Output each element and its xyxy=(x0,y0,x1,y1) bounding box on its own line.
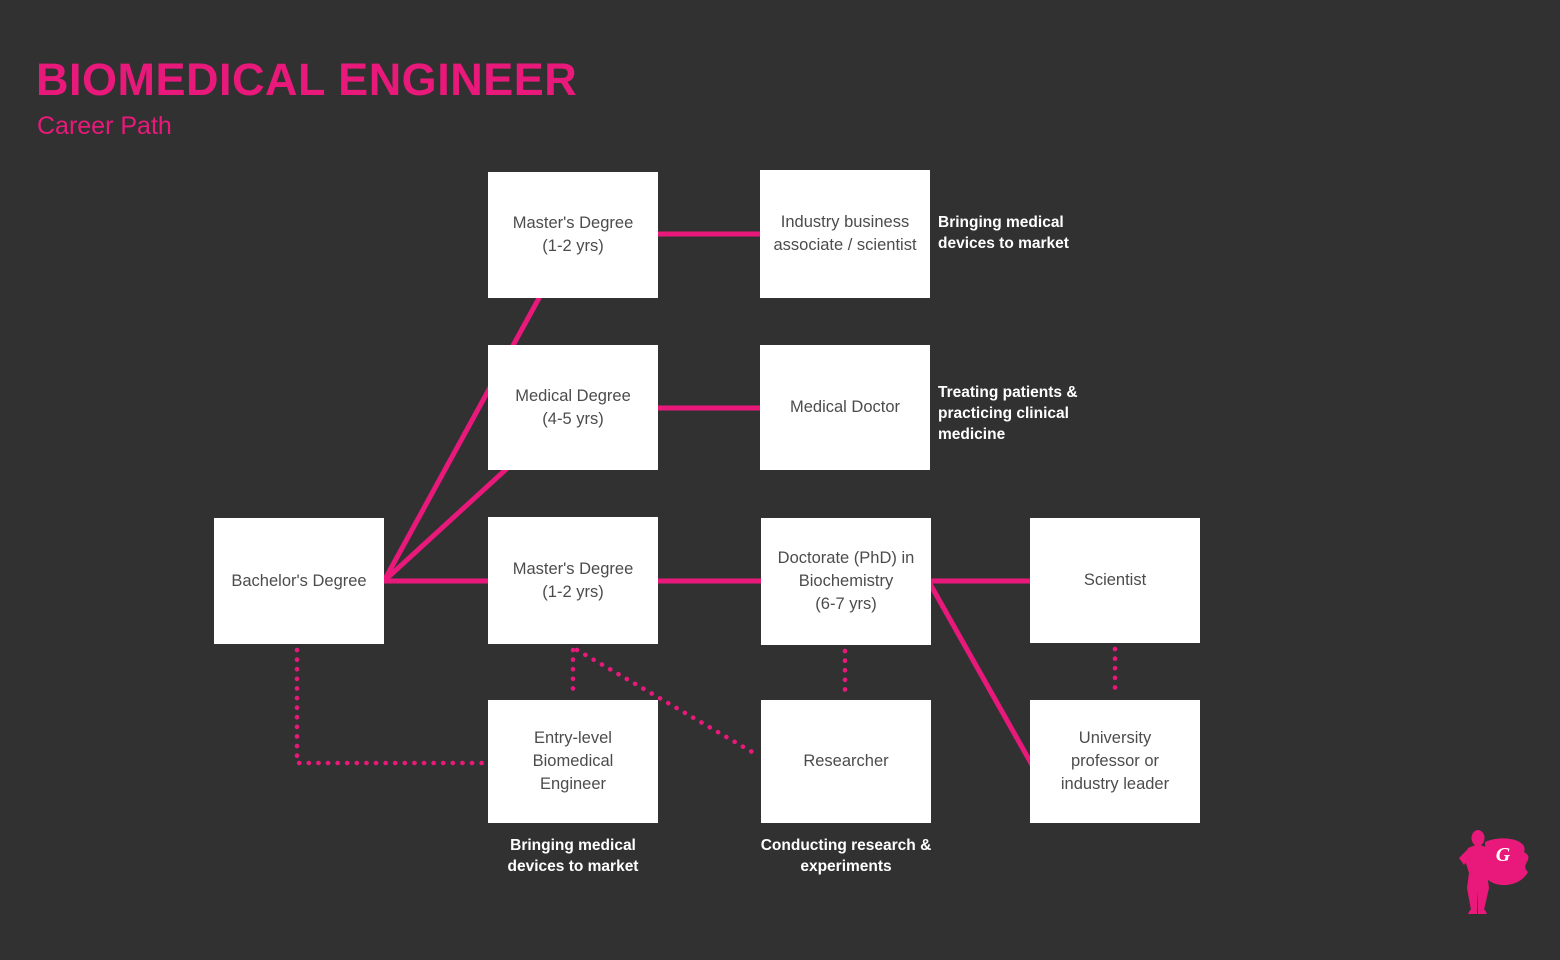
annotation-industry-note: Bringing medical devices to market xyxy=(938,212,1138,254)
node-label-line: (1-2 yrs) xyxy=(542,582,604,601)
annotation-line: Treating patients & xyxy=(938,384,1078,401)
node-researcher: Researcher xyxy=(761,700,931,823)
node-label-line: Industry business xyxy=(780,213,910,231)
node-label-line: (4-5 yrs) xyxy=(542,409,604,428)
annotation-line: devices to market xyxy=(507,858,639,875)
edge-masters-to-researcher xyxy=(574,647,762,759)
node-university-professor: University professor or industry leader xyxy=(1030,700,1200,823)
hero-left-arm-icon xyxy=(1459,849,1470,865)
node-label-line: Doctorate (PhD) in xyxy=(777,549,915,567)
node-label-line: (1-2 yrs) xyxy=(542,237,604,255)
node-industry-business-associate: Industry business associate / scientist xyxy=(760,170,930,298)
annotation-doctor-note: Treating patients & practicing clinical me… xyxy=(938,382,1138,445)
cape-icon xyxy=(1485,838,1529,886)
annotation-line: Bringing medical xyxy=(938,214,1064,231)
node-label-line: associate / scientist xyxy=(773,236,917,254)
annotation-line: Bringing medical xyxy=(510,837,636,854)
annotation-line: practicing clinical xyxy=(938,405,1069,422)
node-label-line: Biochemistry xyxy=(798,572,894,590)
annotation-line: experiments xyxy=(800,858,892,875)
node-medical-doctor: Medical Doctor xyxy=(760,345,930,470)
annotation-line: devices to market xyxy=(938,235,1069,252)
node-label-line: Engineer xyxy=(539,775,607,793)
node-label-line: Researcher xyxy=(803,752,889,770)
node-masters-degree-research: Master's Degree (1-2 yrs) xyxy=(488,517,658,644)
annotation-line: Conducting research & xyxy=(760,837,932,854)
annotation-line: medicine xyxy=(938,426,1006,443)
node-label-line: Master's Degree xyxy=(512,214,634,232)
node-label-line: (6-7 yrs) xyxy=(815,595,877,613)
node-label-line: Medical Doctor xyxy=(789,398,901,416)
superhero-logo: G xyxy=(1459,830,1529,914)
node-bachelors-degree: Bachelor's Degree xyxy=(214,518,384,644)
node-label-line: professor or xyxy=(1070,752,1160,770)
node-masters-degree-industry: Master's Degree (1-2 yrs) xyxy=(488,172,658,298)
edge-bachelors-to-entry-level xyxy=(294,647,487,766)
node-label-line: industry leader xyxy=(1060,775,1170,793)
superhero-silhouette xyxy=(1459,830,1529,914)
hero-body-icon xyxy=(1465,844,1491,910)
annotation-researcher-note: Conducting research & experiments xyxy=(751,835,941,877)
annotation-entry-note: Bringing medical devices to market xyxy=(478,835,668,877)
node-scientist: Scientist xyxy=(1030,518,1200,643)
node-label-line: Biomedical xyxy=(532,752,614,770)
logo-letter-g: G xyxy=(1496,844,1511,866)
page-subtitle: Career Path xyxy=(37,112,172,140)
node-label-line: Master's Degree xyxy=(512,559,634,578)
edge-doctorate-to-university-professor xyxy=(926,580,1039,774)
page-title: BIOMEDICAL ENGINEER xyxy=(36,54,578,105)
hero-feet-icon xyxy=(1468,910,1487,914)
node-label-line: Entry-level xyxy=(534,729,612,747)
hero-head-icon xyxy=(1471,830,1485,846)
node-medical-degree: Medical Degree (4-5 yrs) xyxy=(488,345,658,470)
node-label-line: University xyxy=(1078,729,1152,747)
node-label-line: Scientist xyxy=(1083,571,1147,589)
hero-right-arm-icon xyxy=(1486,849,1496,864)
node-doctorate-phd-biochemistry: Doctorate (PhD) in Biochemistry (6-7 yrs) xyxy=(761,518,931,645)
node-label-line: Medical Degree xyxy=(515,386,631,405)
node-label-line: Bachelor's Degree xyxy=(231,571,367,590)
